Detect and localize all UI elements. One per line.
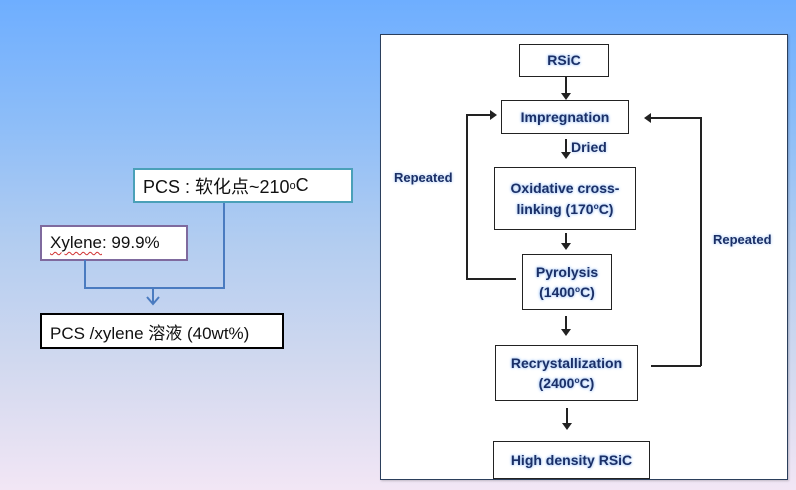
step-pyrolysis-temp: (1400 xyxy=(539,284,575,300)
pcs-xylene-solution-box: PCS /xylene 溶液 (40wt%) xyxy=(40,313,284,349)
arrow-head-oxidative-pyrolysis-icon xyxy=(561,243,571,250)
step-recrystallization-line1: Recrystallization xyxy=(510,354,623,371)
loop-right-arrow-head-icon xyxy=(644,113,651,123)
step-pyrolysis-line1: Pyrolysis xyxy=(535,263,599,280)
arrow-head-impregnation-oxidative-icon xyxy=(561,152,571,159)
step-impregnation-label: Impregnation xyxy=(520,108,610,125)
step-recrystallization-line2: (2400oC) xyxy=(511,373,622,393)
arrow-head-pyrolysis-recrystallization-icon xyxy=(561,329,571,336)
step-oxidative-line2: linking (170oC) xyxy=(511,199,620,219)
arrow-line-pyrolysis-recrystallization xyxy=(565,316,567,330)
arrow-line-recrystallization-final xyxy=(566,408,568,424)
step-oxidative-temp: linking (170 xyxy=(516,200,594,217)
connector-horizontal xyxy=(84,287,225,289)
step-impregnation: Impregnation xyxy=(501,100,629,134)
arrow-line-rsic-impregnation xyxy=(565,77,567,95)
connector-down-line xyxy=(152,288,154,304)
arrow-head-rsic-impregnation-icon xyxy=(561,93,571,100)
loop-left-bottom xyxy=(466,278,516,280)
step-recrystallization: Recrystallization (2400oC) xyxy=(495,345,638,401)
loop-right-vertical xyxy=(700,117,702,366)
step-recrystallization-temp: (2400 xyxy=(538,375,575,391)
step-high-density-rsic: High density RSiC xyxy=(493,441,650,479)
step-rsic-label: RSiC xyxy=(547,52,581,69)
arrow-down-to-solution-icon xyxy=(146,296,160,306)
step-oxidative-unit: C) xyxy=(598,200,614,217)
pcs-label: PCS : 软化点~210 xyxy=(143,176,290,197)
label-dried: Dried xyxy=(571,139,607,155)
loop-left-vertical xyxy=(466,114,468,279)
label-repeated-right: Repeated xyxy=(713,232,772,247)
step-pyrolysis-line2: (1400oC) xyxy=(536,282,598,302)
step-high-density-label: High density RSiC xyxy=(510,451,633,468)
arrow-line-impregnation-oxidative xyxy=(565,139,567,154)
loop-left-top xyxy=(466,114,492,116)
loop-right-bottom xyxy=(651,365,701,367)
degree-symbol: o xyxy=(574,283,581,294)
step-oxidative-line1: Oxidative cross- xyxy=(510,180,620,197)
xylene-purity: : 99.9% xyxy=(101,233,160,252)
label-repeated-left: Repeated xyxy=(394,170,453,185)
step-oxidative-crosslinking: Oxidative cross- linking (170oC) xyxy=(494,167,636,230)
arrow-head-recrystallization-final-icon xyxy=(562,423,572,430)
loop-left-arrow-head-icon xyxy=(490,110,497,120)
arrow-line-oxidative-pyrolysis xyxy=(565,233,567,245)
step-rsic: RSiC xyxy=(519,44,609,77)
connector-pcs-vertical xyxy=(223,203,225,288)
step-recrystallization-unit: C) xyxy=(579,375,595,391)
degree-symbol: o xyxy=(574,374,580,385)
xylene-name: Xylene xyxy=(50,233,102,252)
step-pyrolysis: Pyrolysis (1400oC) xyxy=(522,254,612,310)
degree-symbol: o xyxy=(593,200,599,211)
step-pyrolysis-unit: C) xyxy=(580,284,595,300)
solution-label: PCS /xylene 溶液 (40wt%) xyxy=(50,323,250,343)
connector-xylene-vertical xyxy=(84,260,86,288)
xylene-purity-box: Xylene: 99.9% xyxy=(40,225,188,261)
loop-right-top xyxy=(649,117,701,119)
pcs-unit: C xyxy=(295,175,309,195)
